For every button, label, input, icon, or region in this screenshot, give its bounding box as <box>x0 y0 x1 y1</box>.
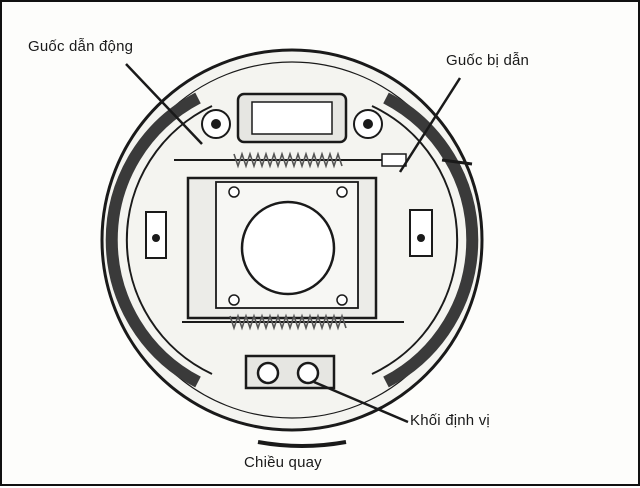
upper-return-spring <box>233 151 343 169</box>
bolt-hole <box>336 186 348 198</box>
trailing-shoe-leader <box>398 77 462 173</box>
wheel-cylinder-body <box>251 101 333 135</box>
trailing-shoe-web <box>371 105 459 375</box>
anchor-block-label: Khối định vị <box>410 412 490 429</box>
axle-hole <box>240 200 336 296</box>
right-hold-down-slot <box>409 209 433 257</box>
rotation-direction-label: Chiều quay <box>244 454 322 471</box>
bolt-hole <box>336 294 348 306</box>
leading-shoe-lining <box>105 92 201 388</box>
leading-shoe-leader <box>125 63 203 145</box>
leading-shoe-label: Guốc dẫn động <box>28 38 134 55</box>
rotation-arrow <box>257 440 347 448</box>
anchor-pin-right <box>296 361 320 385</box>
bolt-hole <box>228 294 240 306</box>
anchor-block-leader <box>313 380 409 424</box>
bolt-hole <box>228 186 240 198</box>
adjuster-lever <box>441 158 473 166</box>
trailing-shoe-label: Guốc bị dẫn <box>446 52 530 69</box>
right-shoe-pivot-pin <box>363 119 373 129</box>
left-hold-down-pin <box>152 234 160 242</box>
leading-shoe-web <box>125 105 213 375</box>
adjuster <box>381 153 407 167</box>
lower-return-spring <box>229 313 347 331</box>
right-hold-down-pin <box>417 234 425 242</box>
anchor-pin-left <box>256 361 280 385</box>
left-shoe-pivot-pin <box>211 119 221 129</box>
